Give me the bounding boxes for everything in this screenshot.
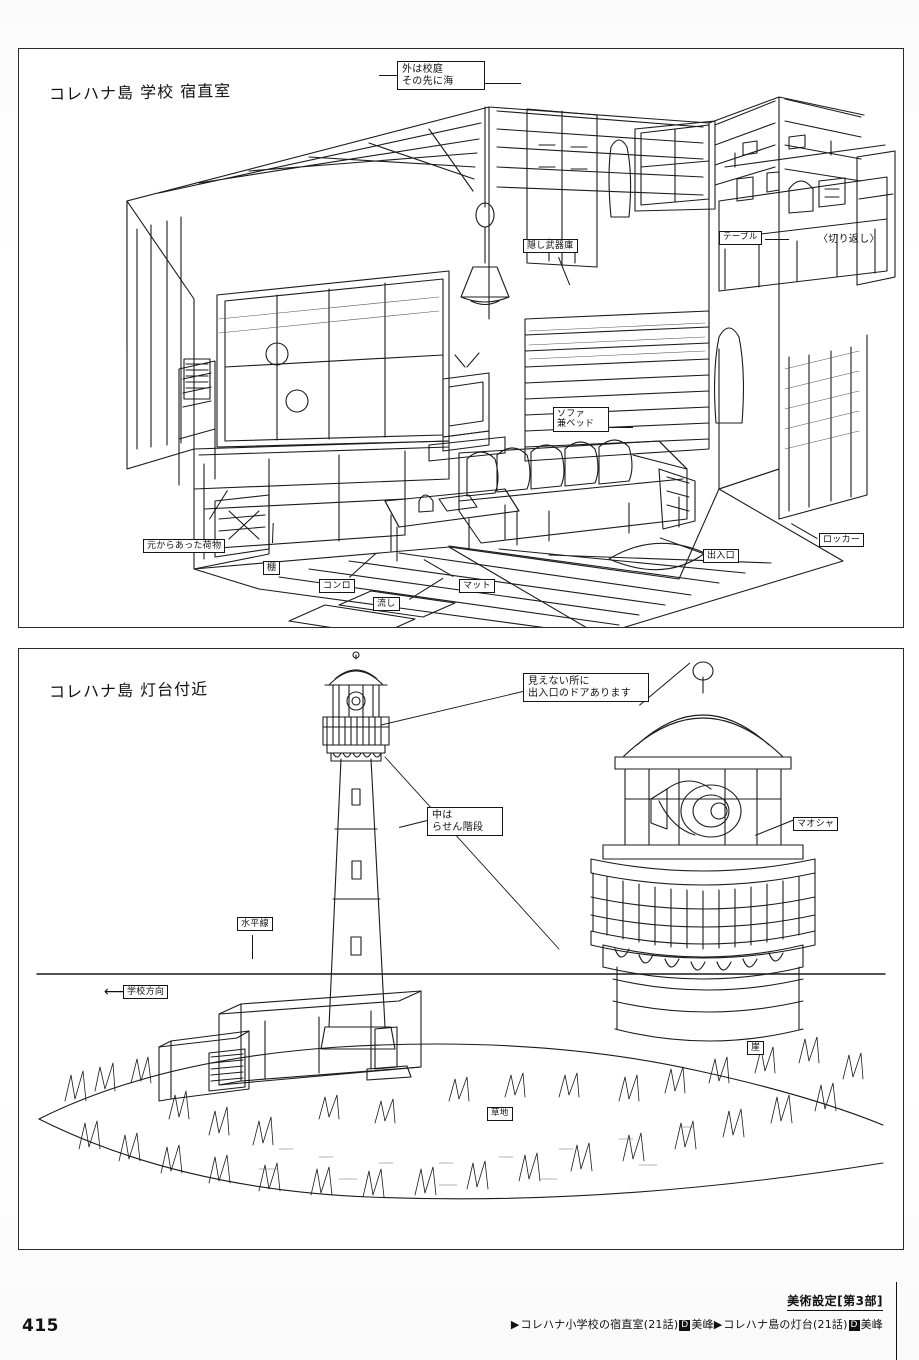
annotation-locker: ロッカー: [819, 533, 865, 548]
line-art-lighthouse: [19, 649, 903, 1249]
annotation-shelf: 棚: [263, 561, 281, 576]
panel-lighthouse-surroundings: コレハナ島 灯台付近: [18, 648, 904, 1250]
annotation-old-luggage: 元からあった荷物: [143, 539, 226, 554]
credit-marker-2: ▶: [713, 1318, 723, 1331]
annotation-grass: 草地: [487, 1107, 513, 1121]
annotation-cliff: 崖: [747, 1041, 765, 1056]
annotation-reverse-shot: 〈切り返し〉: [818, 234, 880, 245]
credit-studio-1: 美峰: [691, 1318, 714, 1331]
annotation-to-school: 学校方向: [123, 985, 169, 1000]
annotation-lens: マオシャ: [793, 817, 839, 832]
credit-studio-2: 美峰: [860, 1318, 883, 1331]
credit-badge-1: D: [679, 1320, 691, 1331]
annotation-spiral-stairs: 中は らせん階段: [427, 807, 503, 836]
credit-title-2: コレハナ島の灯台(21話): [723, 1318, 848, 1331]
credit-badge-2: D: [848, 1320, 860, 1331]
page-number: 415: [22, 1316, 59, 1336]
annotation-entrance: 出入口: [703, 549, 739, 564]
annotation-table: テーブル: [719, 231, 762, 245]
annotation-hidden-armory: 隠し武器庫: [523, 239, 578, 254]
annotation-outside-yard: 外は校庭 その先に海: [397, 61, 485, 90]
panel-school-night-duty-room: コレハナ島 学校 宿直室: [18, 48, 904, 628]
credit-title-1: コレハナ小学校の宿直室(21話): [520, 1318, 679, 1331]
annotation-horizon: 水平線: [237, 917, 273, 932]
annotation-sofa-bed: ソファ 兼ベッド: [553, 407, 609, 432]
left-arrow-icon: ⟵: [104, 984, 125, 1000]
annotation-hidden-door: 見えない所に 出入口のドアあります: [523, 673, 649, 702]
footer-section-label: 美術設定[第3部]: [787, 1292, 883, 1311]
footer-vertical-rule: [895, 1282, 897, 1360]
line-art-interior: [19, 49, 903, 627]
annotation-stove: コンロ: [319, 579, 355, 594]
annotation-sink: 流し: [373, 597, 400, 612]
credit-marker-1: ▶: [510, 1318, 520, 1331]
annotation-mat: マット: [459, 579, 495, 594]
